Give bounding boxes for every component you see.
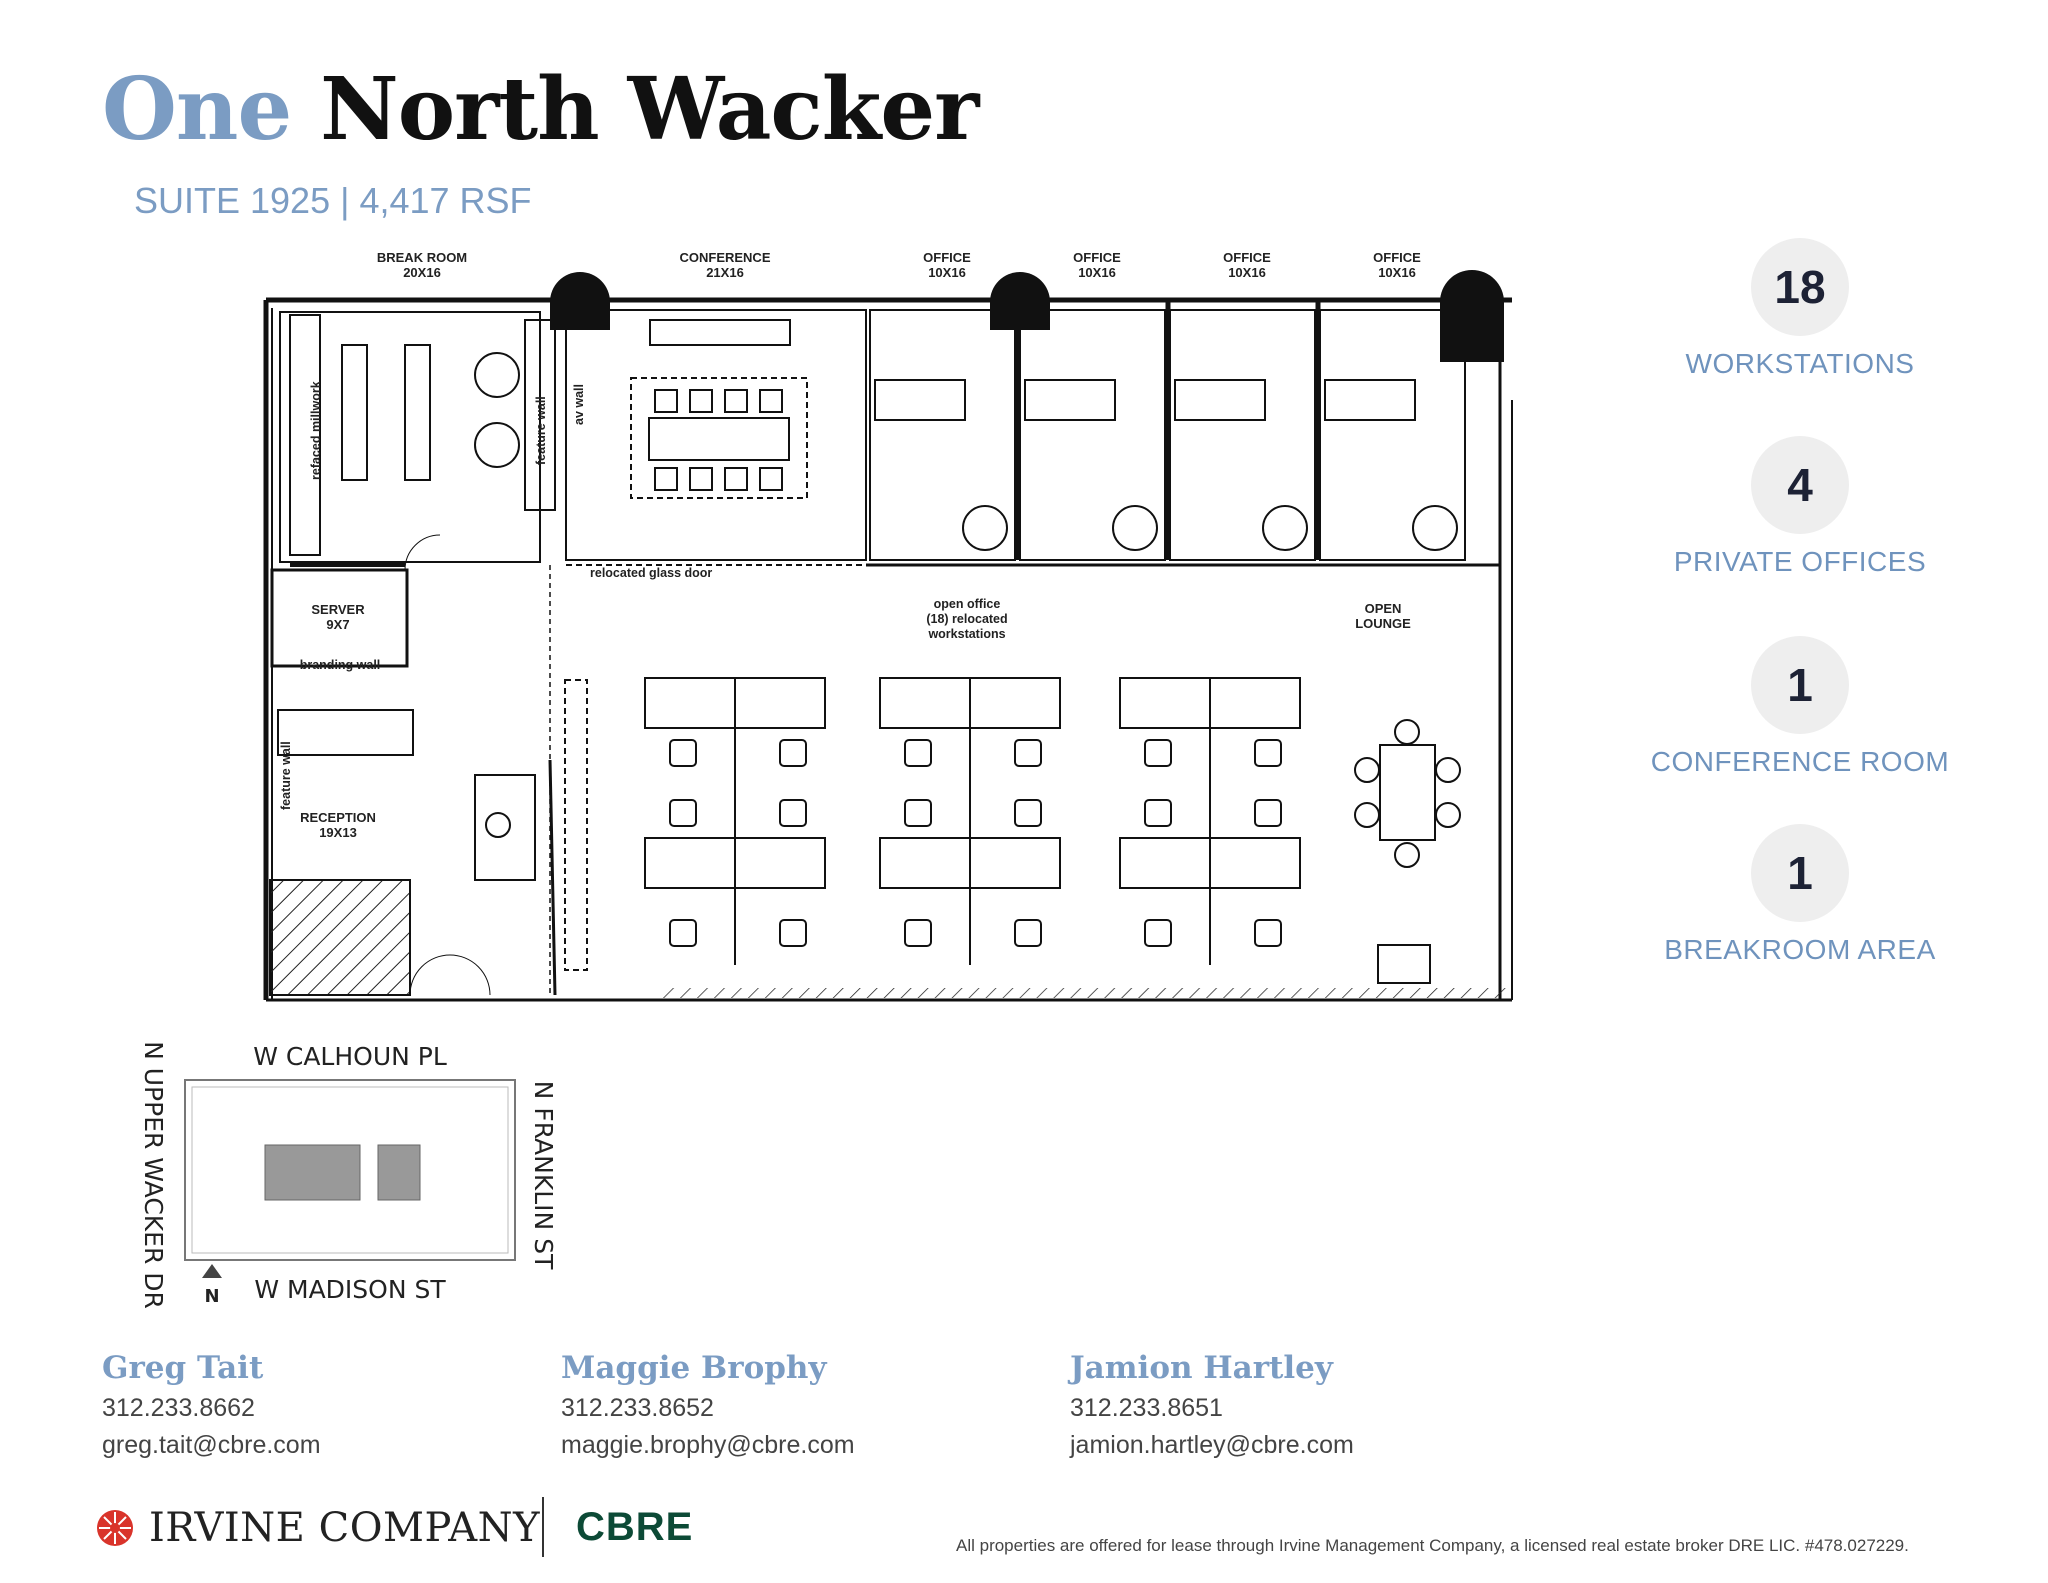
label-office-1: OFFICE bbox=[923, 250, 971, 265]
label-break-room-size: 20X16 bbox=[403, 265, 441, 280]
contact-name: Maggie Brophy bbox=[561, 1350, 827, 1386]
title-one: One bbox=[102, 59, 292, 160]
label-office-4-size: 10X16 bbox=[1378, 265, 1416, 280]
title-rest: North Wacker bbox=[320, 59, 979, 160]
contact-name: Greg Tait bbox=[102, 1350, 264, 1386]
suite-subtitle: SUITE 1925 | 4,417 RSF bbox=[134, 180, 532, 221]
lounge-table bbox=[1354, 719, 1461, 984]
conference-room bbox=[565, 309, 867, 561]
irvine-sunburst-icon bbox=[97, 1510, 133, 1546]
irvine-company-wordmark: IRVINE COMPANY bbox=[149, 1505, 540, 1551]
contact-maggie-brophy: Maggie Brophy 312.233.8652 maggie.brophy… bbox=[561, 1350, 855, 1460]
contact-greg-tait: Greg Tait 312.233.8662 greg.tait@cbre.co… bbox=[102, 1350, 321, 1460]
stat-breakroom-area: 1 BREAKROOM AREA bbox=[1650, 824, 1950, 966]
label-open-lounge-2: LOUNGE bbox=[1355, 616, 1411, 631]
contact-name: Jamion Hartley bbox=[1070, 1350, 1333, 1386]
note-branding-wall: branding wall bbox=[300, 658, 381, 672]
contact-jamion-hartley: Jamion Hartley 312.233.8651 jamion.hartl… bbox=[1070, 1350, 1354, 1460]
label-open-lounge-1: OPEN bbox=[1365, 601, 1402, 616]
contact-phone[interactable]: 312.233.8662 bbox=[102, 1394, 255, 1422]
stat-value: 1 bbox=[1751, 636, 1849, 734]
page-title: One North Wacker bbox=[102, 58, 979, 161]
note-open-office-3: workstations bbox=[927, 627, 1005, 641]
north-arrow: N bbox=[202, 1264, 222, 1307]
floor-plan: BREAK ROOM 20X16 CONFERENCE 21X16 OFFICE… bbox=[263, 250, 1513, 1002]
contact-email[interactable]: greg.tait@cbre.com bbox=[102, 1431, 321, 1459]
label-conference: CONFERENCE bbox=[679, 250, 770, 265]
stat-label: CONFERENCE ROOM bbox=[1650, 746, 1950, 777]
workstation-chairs bbox=[669, 739, 1282, 947]
street-north: W CALHOUN PL bbox=[253, 1042, 447, 1071]
office-walls bbox=[1015, 302, 1321, 560]
contact-email[interactable]: maggie.brophy@cbre.com bbox=[561, 1431, 855, 1459]
logo-divider bbox=[542, 1497, 544, 1557]
street-south: W MADISON ST bbox=[254, 1275, 446, 1304]
break-room-tables bbox=[341, 344, 520, 481]
reception-hatch bbox=[269, 879, 411, 996]
stat-value: 4 bbox=[1751, 436, 1849, 534]
label-server-size: 9X7 bbox=[326, 617, 349, 632]
street-west: N UPPER WACKER DR bbox=[139, 1041, 168, 1309]
stat-value: 18 bbox=[1751, 238, 1849, 336]
label-office-2: OFFICE bbox=[1073, 250, 1121, 265]
label-conference-size: 21X16 bbox=[706, 265, 744, 280]
plan-notes: relocated glass door open office (18) re… bbox=[279, 381, 1008, 810]
label-reception: RECEPTION bbox=[300, 810, 376, 825]
reception bbox=[277, 709, 536, 881]
stat-label: PRIVATE OFFICES bbox=[1673, 546, 1927, 577]
window-hatch-bottom bbox=[660, 988, 1510, 998]
building-columns bbox=[550, 270, 1504, 362]
private-offices bbox=[869, 309, 1466, 561]
disclaimer: All properties are offered for lease thr… bbox=[956, 1536, 1909, 1555]
conference-chairs bbox=[654, 389, 783, 491]
workstation-clusters bbox=[564, 677, 1301, 971]
note-feature-wall-2: feature wall bbox=[279, 741, 293, 810]
label-office-1-size: 10X16 bbox=[928, 265, 966, 280]
street-east: N FRANKLIN ST bbox=[529, 1081, 558, 1270]
note-av-wall: av wall bbox=[572, 384, 586, 425]
note-open-office-2: (18) relocated bbox=[926, 612, 1007, 626]
contact-phone[interactable]: 312.233.8651 bbox=[1070, 1394, 1223, 1422]
label-office-4: OFFICE bbox=[1373, 250, 1421, 265]
label-reception-size: 19X13 bbox=[319, 825, 357, 840]
suite-highlight bbox=[264, 1144, 421, 1201]
outer-walls bbox=[263, 297, 1513, 1002]
contact-email[interactable]: jamion.hartley@cbre.com bbox=[1070, 1431, 1354, 1459]
stat-private-offices: 4 PRIVATE OFFICES bbox=[1650, 436, 1950, 578]
stat-value: 1 bbox=[1751, 824, 1849, 922]
key-map: W CALHOUN PL W MADISON ST N UPPER WACKER… bbox=[139, 1041, 558, 1309]
label-office-2-size: 10X16 bbox=[1078, 265, 1116, 280]
room-labels: BREAK ROOM 20X16 CONFERENCE 21X16 OFFICE… bbox=[300, 250, 1421, 840]
note-open-office-1: open office bbox=[934, 597, 1001, 611]
label-break-room: BREAK ROOM bbox=[377, 250, 467, 265]
label-office-3-size: 10X16 bbox=[1228, 265, 1266, 280]
north-indicator: N bbox=[204, 1286, 219, 1307]
label-server: SERVER bbox=[311, 602, 365, 617]
cbre-logo: CBRE bbox=[576, 1505, 694, 1549]
contact-phone[interactable]: 312.233.8652 bbox=[561, 1394, 714, 1422]
stat-workstations: 18 WORKSTATIONS bbox=[1650, 238, 1950, 380]
server-room bbox=[270, 568, 409, 668]
stat-conference-room: 1 CONFERENCE ROOM bbox=[1650, 636, 1950, 778]
stat-label: BREAKROOM AREA bbox=[1664, 934, 1936, 965]
note-refaced-millwork: refaced millwork bbox=[309, 381, 323, 480]
stat-label: WORKSTATIONS bbox=[1685, 348, 1915, 379]
irvine-company-logo: IRVINE COMPANY bbox=[95, 1505, 540, 1551]
note-feature-wall-1: feature wall bbox=[534, 396, 548, 465]
break-room bbox=[279, 311, 556, 563]
label-office-3: OFFICE bbox=[1223, 250, 1271, 265]
note-relocated-glass-door: relocated glass door bbox=[590, 566, 712, 580]
